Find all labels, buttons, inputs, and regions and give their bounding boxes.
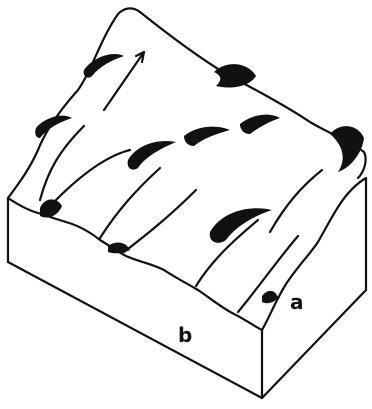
surface-back-right-edge [140,12,366,178]
flute-mark [184,127,230,146]
surface-back-left-edge [8,8,140,198]
flute-mark [108,243,130,254]
scour-line [124,190,196,252]
scour-line [40,126,84,200]
flute-mark [240,115,280,134]
flute-mark [214,64,256,87]
block-bottom-right-edge [262,290,366,398]
flute-mark [84,54,124,78]
scour-line [56,150,130,200]
flute-mark [128,141,176,170]
face-label-b: b [178,325,192,345]
flute-mark [210,208,272,243]
flute-mark [40,199,62,217]
flute-mark [35,116,72,138]
block-bottom-edge [8,262,262,398]
scour-line [100,168,160,238]
face-label-a: a [290,292,304,312]
scour-line [270,170,322,232]
flute-mark [330,126,364,172]
